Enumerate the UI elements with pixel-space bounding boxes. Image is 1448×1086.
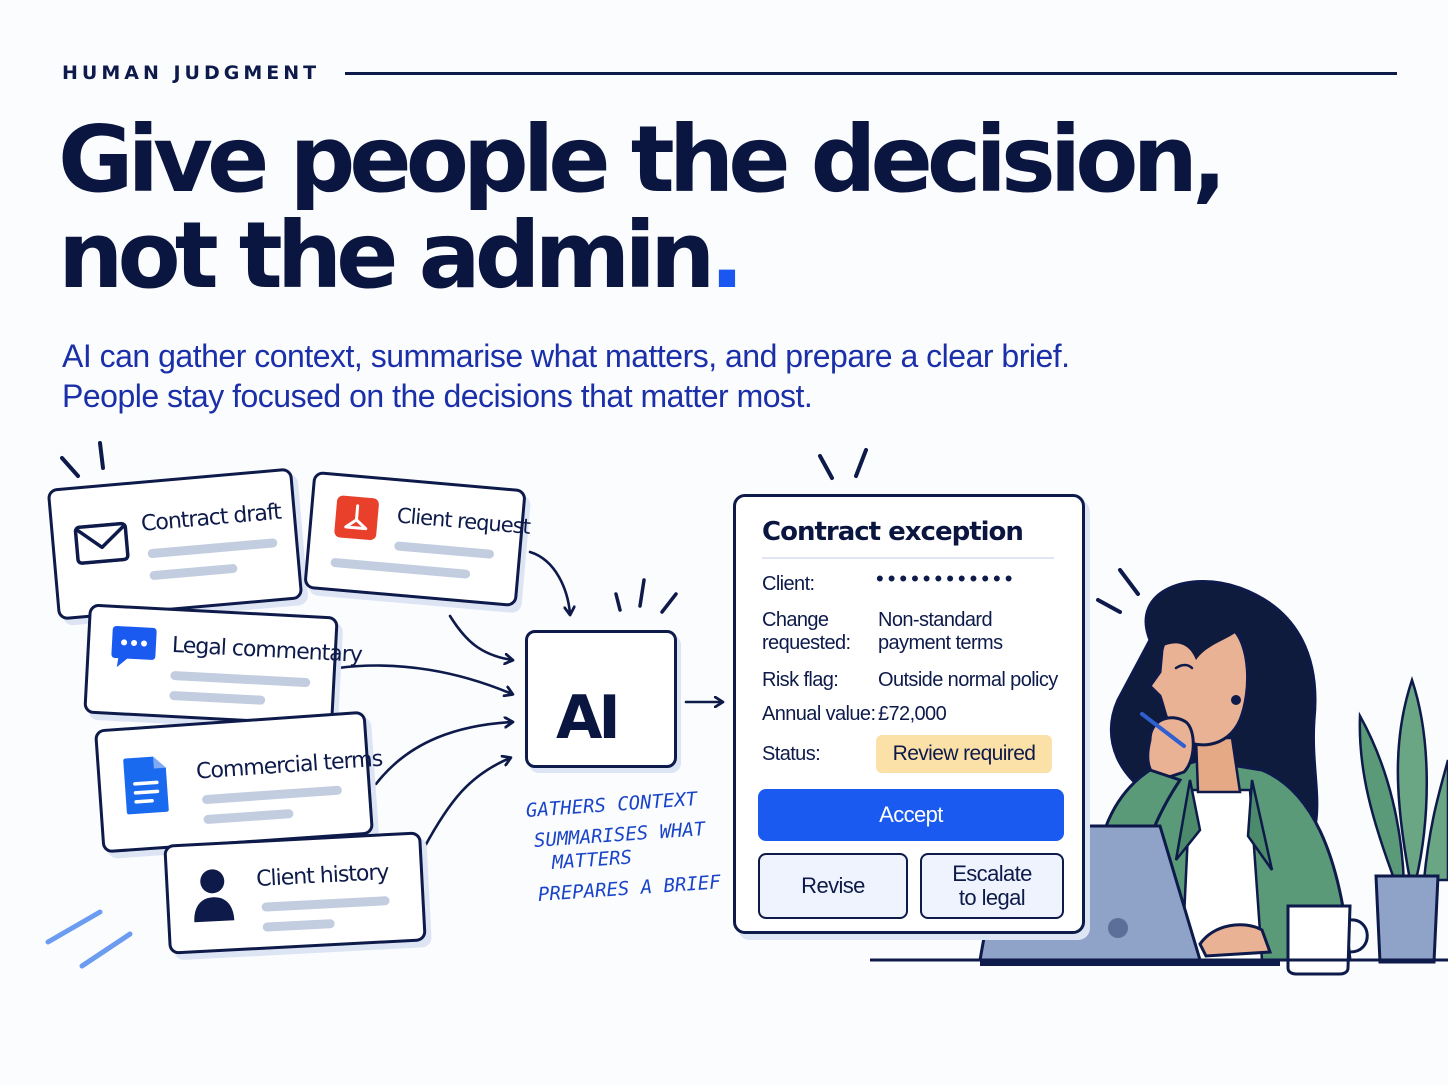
contract-exception-panel: Contract exception Client: •••••••••••• …: [733, 494, 1085, 934]
source-card-label: Legal commentary: [171, 632, 363, 668]
change-value: Non-standard payment terms: [878, 609, 1003, 655]
source-card-commercial-terms[interactable]: Commercial terms: [94, 710, 383, 854]
placeholder-bar: [330, 557, 471, 579]
ai-label: AI: [556, 683, 621, 753]
headline-line-1: Give people the decision,: [58, 106, 1227, 213]
document-icon: [123, 756, 169, 815]
accept-button[interactable]: Accept: [758, 789, 1064, 841]
escalate-to-legal-button[interactable]: Escalate to legal: [920, 853, 1064, 919]
placeholder-bar: [201, 785, 343, 805]
spark-lines-left: [60, 441, 105, 478]
placeholder-bar: [170, 670, 311, 688]
client-label: Client:: [762, 573, 815, 595]
client-value-redacted: ••••••••••••: [876, 566, 1017, 591]
spark-lines-ai: [614, 578, 678, 614]
panel-title: Contract exception: [762, 517, 1024, 547]
source-card-client-request[interactable]: Client request: [303, 470, 531, 608]
change-value-line-1: Non-standard: [878, 609, 993, 631]
placeholder-bar: [261, 896, 390, 912]
envelope-icon: [73, 521, 130, 565]
subtext: AI can gather context, summarise what ma…: [62, 336, 1262, 416]
escalate-button-line-1: Escalate: [952, 861, 1032, 886]
spark-lines-woman: [1096, 568, 1140, 614]
headline: Give people the decision, not the admin.: [58, 112, 1398, 304]
eyebrow-divider: [345, 72, 1397, 75]
placeholder-bar: [262, 918, 335, 932]
plant: [1358, 676, 1448, 964]
source-card-label: Client history: [255, 860, 390, 892]
ai-processor-box: AI: [525, 630, 677, 768]
status-badge: Review required: [876, 735, 1052, 773]
placeholder-bar: [203, 808, 294, 825]
subtext-line-1: AI can gather context, summarise what ma…: [62, 338, 1070, 374]
source-card-label: Client request: [395, 503, 531, 539]
annual-value-label: Annual value:: [762, 703, 876, 725]
change-label: Change requested:: [762, 609, 851, 655]
revise-button[interactable]: Revise: [758, 853, 908, 919]
change-label-line-2: requested:: [762, 632, 851, 654]
risk-value: Outside normal policy: [878, 669, 1058, 691]
person-icon: [194, 869, 235, 923]
source-card-legal-commentary[interactable]: Legal commentary: [83, 603, 362, 727]
status-label: Status:: [762, 743, 821, 765]
coffee-mug: [1286, 904, 1369, 976]
escalate-button-line-2: to legal: [958, 885, 1026, 910]
headline-line-2-text: not the admin: [58, 202, 715, 309]
source-card-label: Commercial terms: [195, 746, 383, 785]
change-value-line-2: payment terms: [878, 632, 1003, 654]
chat-bubble-icon: [111, 626, 157, 668]
headline-line-2: not the admin.: [58, 208, 1398, 304]
subtext-line-2: People stay focused on the decisions tha…: [62, 378, 813, 414]
annual-value: £72,000: [878, 703, 947, 725]
panel-divider: [762, 557, 1054, 559]
placeholder-bar: [393, 541, 495, 559]
source-card-label: Contract draft: [140, 499, 282, 537]
pdf-icon: [334, 495, 379, 541]
motion-dashes: [45, 909, 133, 969]
placeholder-bar: [169, 690, 266, 705]
change-label-line-1: Change: [762, 609, 829, 631]
placeholder-bar: [149, 563, 238, 581]
placeholder-bar: [147, 538, 278, 559]
risk-label: Risk flag:: [762, 669, 839, 691]
connector-arrows: [336, 550, 722, 850]
eyebrow-label: HUMAN JUDGMENT: [62, 62, 321, 84]
source-card-client-history[interactable]: Client history: [163, 831, 427, 955]
spark-lines-panel: [818, 448, 868, 480]
source-card-contract-draft[interactable]: Contract draft: [46, 467, 304, 621]
